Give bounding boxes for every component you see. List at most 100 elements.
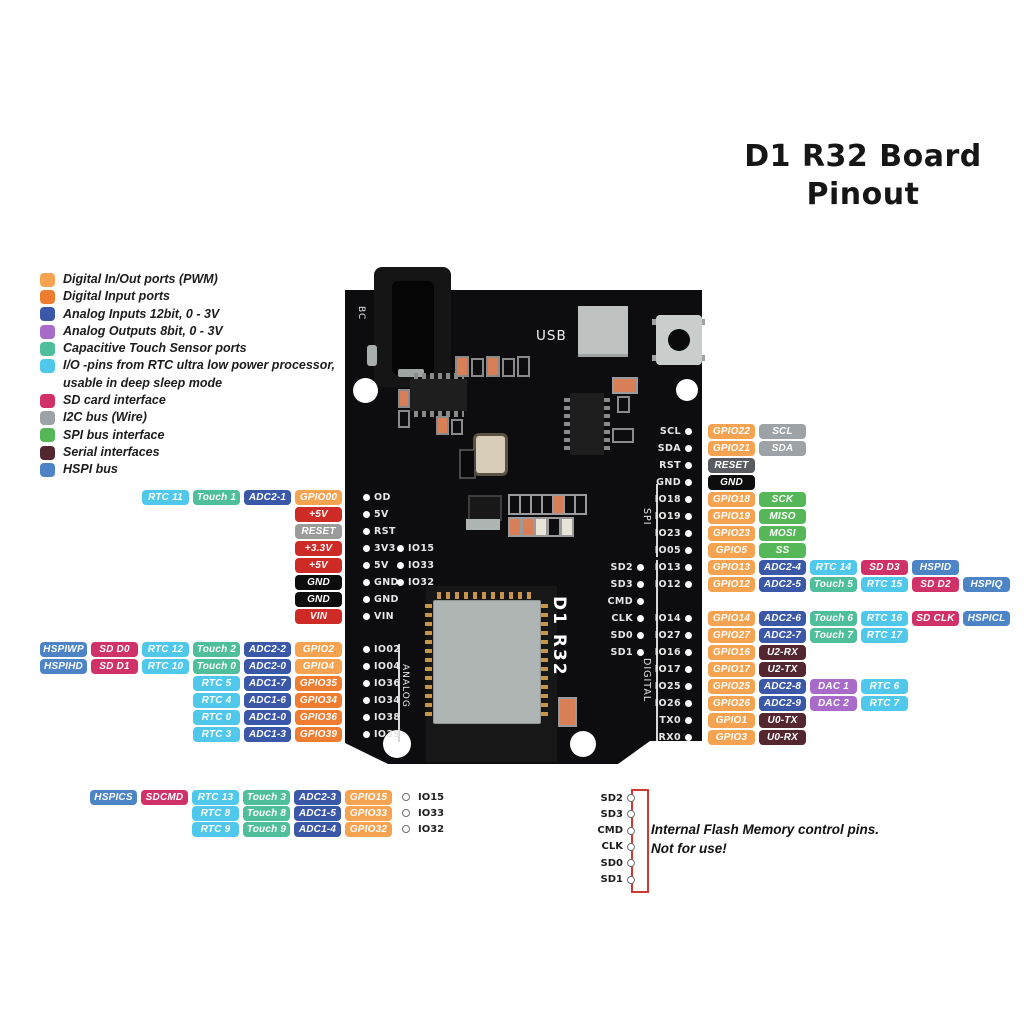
pin-tag: GPIO34 [295, 693, 342, 708]
analog-label: ANALOG [400, 664, 410, 708]
smd-cap [521, 517, 535, 537]
pin-dot [363, 561, 370, 569]
reset-button-cap [668, 329, 690, 351]
board-pin-silk: GND [363, 575, 399, 590]
module-pins-top [437, 592, 535, 599]
board-pin-label: VIN [374, 610, 395, 622]
board-pin-silk: SDA [608, 441, 692, 456]
pin-tag: HSPICS [90, 789, 137, 805]
pin-tag: DAC 1 [810, 678, 857, 694]
board-pin-label: IO27 [654, 629, 681, 641]
smd-component [468, 495, 502, 521]
pin-dot [637, 614, 644, 622]
board-pin-label: IO39 [374, 729, 401, 740]
smd-cap [517, 356, 530, 377]
legend-text-line: Analog Inputs 12bit, 0 - 3V [63, 306, 220, 321]
pin-tag: MOSI [759, 525, 806, 541]
pin-dot [685, 427, 692, 435]
flash-pin-label: SD2 [600, 792, 623, 804]
legend-swatch [40, 428, 55, 443]
board-pin-label: IO23 [654, 527, 681, 539]
board-pin-silk: TX0 [608, 713, 692, 728]
pin-tag: RTC 8 [192, 805, 239, 821]
smd-cap [486, 356, 500, 377]
pin-tag: ADC2-6 [759, 610, 806, 626]
pin-tag: SD D3 [861, 559, 908, 575]
pin-tag: RTC 16 [861, 610, 908, 626]
pin-tag: Touch 7 [810, 627, 857, 643]
legend-item: I/O -pins from RTC ultra low power proce… [40, 357, 335, 392]
board-pin-label: IO32 [408, 576, 435, 588]
pin-dot [685, 699, 692, 707]
pin-tag: GPIO12 [708, 576, 755, 592]
pin-tag: GND [295, 574, 342, 590]
pin-tag: SD D2 [912, 576, 959, 592]
flash-note-line1: Internal Flash Memory control pins. [651, 822, 880, 837]
bc-silk-label: BC [356, 306, 366, 321]
board-pin-label: IO17 [654, 663, 681, 675]
pin-tag: ADC2-3 [294, 789, 341, 805]
pin-tag: ADC2-9 [759, 695, 806, 711]
board-pin-silk: IO32 [397, 575, 434, 590]
legend-label: SD card interface [63, 392, 166, 409]
board-pin-label: IO34 [374, 695, 401, 706]
pin-tag: SD D0 [91, 642, 138, 657]
ic-legs [414, 373, 464, 379]
board-pin-label: IO02 [374, 644, 401, 655]
pin-dot [397, 578, 404, 586]
board-pin-label: SD3 [610, 578, 633, 590]
board-pin-silk: IO12 [608, 577, 692, 592]
pin-tag: GPIO26 [708, 695, 755, 711]
legend-label: Analog Inputs 12bit, 0 - 3V [63, 306, 219, 323]
pin-tag: GPIO27 [708, 627, 755, 643]
board-pin-silk: VIN [363, 609, 394, 624]
pin-tag: RTC 11 [142, 489, 189, 505]
pin-dot [685, 478, 692, 486]
mounting-hole [353, 378, 378, 403]
pin-tag: GPIO19 [708, 508, 755, 524]
pin-tag: ADC2-4 [759, 559, 806, 575]
barrel-jack-core [392, 281, 434, 375]
pin-tag: Touch 2 [193, 642, 240, 657]
pin-tag: RESET [708, 457, 755, 473]
pin-tag: GPIO35 [295, 676, 342, 691]
pin-tag: RTC 17 [861, 627, 908, 643]
pin-tag: GPIO25 [708, 678, 755, 694]
board-pin-label: IO33 [408, 559, 435, 571]
flash-pin-row: SD3 [583, 807, 635, 822]
smd-cap [560, 517, 574, 537]
pin-tag: U0-TX [759, 712, 806, 728]
pin-tag: RTC 15 [861, 576, 908, 592]
pin-dot [685, 495, 692, 503]
pin-tag: GPIO13 [708, 559, 755, 575]
legend-item: SD card interface [40, 392, 335, 409]
pin-tag: GPIO00 [295, 489, 342, 505]
pin-tag: ADC2-7 [759, 627, 806, 643]
pin-tag: GND [708, 474, 755, 490]
board-pin-silk: IO04 [363, 659, 400, 674]
pin-dot [685, 444, 692, 452]
flash-pin-row: CLK [583, 839, 635, 854]
ic-legs [604, 398, 610, 452]
flash-pin-label: SD0 [600, 857, 623, 869]
pin-dot [363, 510, 370, 518]
pin-tag: RESET [295, 523, 342, 539]
pin-tag: ADC2-5 [759, 576, 806, 592]
pin-open-dot [402, 809, 410, 817]
pin-tag: SS [759, 542, 806, 558]
pin-tag: ADC2-0 [244, 659, 291, 674]
usb-label: USB [536, 328, 567, 344]
flash-pin-label: SD1 [600, 874, 623, 885]
pin-dot [685, 546, 692, 554]
legend-label: Serial interfaces [63, 444, 160, 461]
pin-row-left: GND [36, 591, 342, 607]
ic-legs [564, 398, 570, 452]
pin-tag: RTC 10 [142, 659, 189, 674]
legend-text-line: HSPI bus [63, 462, 118, 477]
